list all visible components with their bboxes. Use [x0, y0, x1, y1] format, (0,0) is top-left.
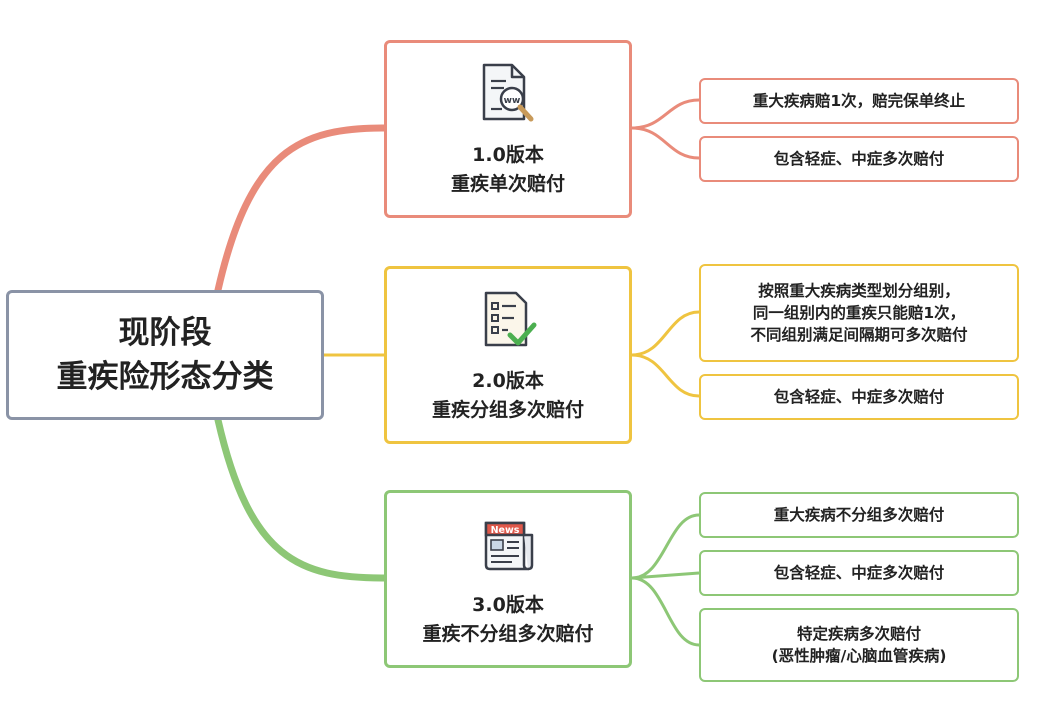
- branch-topic-2[interactable]: 2.0版本 重疾分组多次赔付: [384, 266, 632, 444]
- leaf-2-1[interactable]: 按照重大疾病类型划分组别， 同一组别内的重疾只能赔1次， 不同组别满足间隔期可多…: [699, 264, 1019, 362]
- connector-branch-3-leaf-2: [631, 571, 700, 580]
- leaf-1-2[interactable]: 包含轻症、中症多次赔付: [699, 136, 1019, 182]
- branch-1-title: 1.0版本: [472, 144, 544, 166]
- connector-branch-3-leaf-1: [631, 513, 700, 580]
- leaf-text: 重大疾病赔1次，赔完保单终止: [752, 92, 966, 110]
- connector-branch-2-leaf-2: [631, 353, 700, 398]
- leaf-text: 特定疾病多次赔付: [796, 625, 921, 643]
- leaf-3-1[interactable]: 重大疾病不分组多次赔付: [699, 492, 1019, 538]
- checklist-icon: [484, 291, 537, 347]
- branch-2-title: 2.0版本: [472, 370, 544, 392]
- connector-branch-3-leaf-3: [631, 576, 700, 647]
- leaf-text: 重大疾病不分组多次赔付: [773, 506, 945, 524]
- leaf-2-2[interactable]: 包含轻症、中症多次赔付: [699, 374, 1019, 420]
- root-topic[interactable]: 现阶段 重疾险形态分类: [6, 290, 324, 420]
- leaf-1-1[interactable]: 重大疾病赔1次，赔完保单终止: [699, 78, 1019, 124]
- svg-text:ww: ww: [504, 96, 521, 106]
- web-search-document-icon: ww: [482, 63, 534, 122]
- connector-root-branch-1: [214, 124, 388, 294]
- branch-2-subtitle: 重疾分组多次赔付: [431, 399, 584, 421]
- leaf-text: 同一组别内的重疾只能赔1次，: [752, 304, 966, 322]
- leaf-3-3[interactable]: 特定疾病多次赔付 (恶性肿瘤/心脑血管疾病): [699, 608, 1019, 682]
- connector-branch-2-leaf-1: [631, 310, 700, 357]
- leaf-text: 包含轻症、中症多次赔付: [773, 388, 945, 406]
- leaf-text: 按照重大疾病类型划分组别，: [758, 282, 960, 300]
- newspaper-icon: News: [484, 521, 534, 571]
- branch-topic-3[interactable]: News 3.0版本 重疾不分组多次赔付: [384, 490, 632, 668]
- leaf-3-2[interactable]: 包含轻症、中症多次赔付: [699, 550, 1019, 596]
- connector-root-branch-3: [214, 416, 388, 582]
- root-title-line-2: 重疾险形态分类: [56, 359, 274, 395]
- branch-3-title: 3.0版本: [472, 594, 544, 616]
- branch-1-subtitle: 重疾单次赔付: [450, 173, 565, 195]
- root-title-line-1: 现阶段: [118, 315, 212, 351]
- newspaper-icon-label: News: [491, 525, 520, 536]
- leaf-text: (恶性肿瘤/心脑血管疾病): [771, 647, 947, 665]
- connector-branch-1-leaf-1: [631, 98, 700, 130]
- branch-3-subtitle: 重疾不分组多次赔付: [422, 623, 594, 645]
- leaf-text: 包含轻症、中症多次赔付: [773, 150, 945, 168]
- leaf-text: 不同组别满足间隔期可多次赔付: [750, 326, 968, 344]
- connector-branch-1-leaf-2: [631, 126, 700, 160]
- leaf-text: 包含轻症、中症多次赔付: [773, 564, 945, 582]
- branch-topic-1[interactable]: ww 1.0版本 重疾单次赔付: [384, 40, 632, 218]
